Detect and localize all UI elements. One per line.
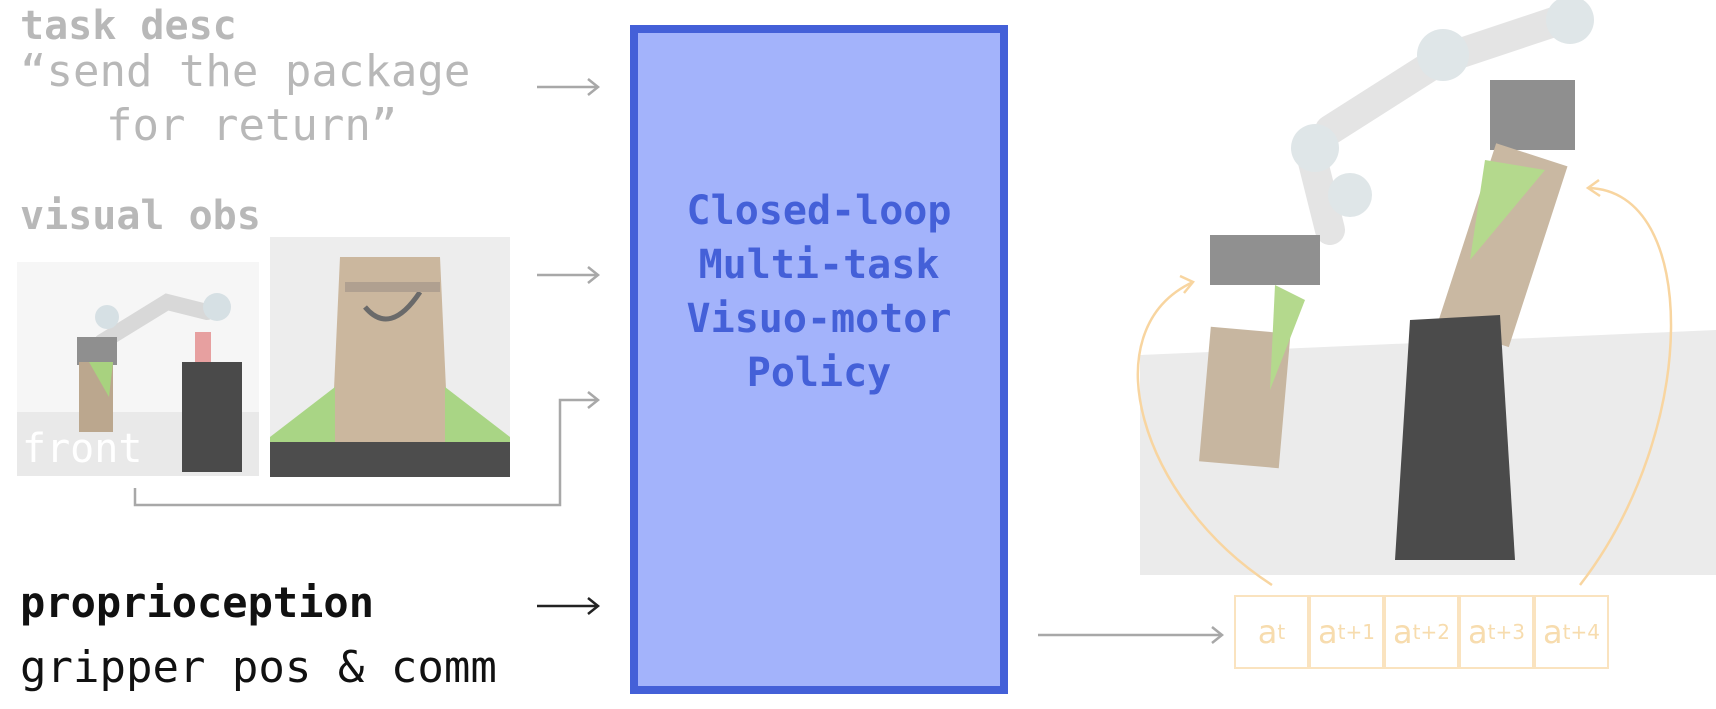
task-desc-heading: task desc [20,3,237,49]
policy-label: Closed-loop Multi-task Visuo-motor Polic… [686,188,952,396]
action-subscript: t+1 [1337,620,1375,644]
visual-obs-heading: visual obs [20,193,261,239]
front-camera-label: front [22,426,143,472]
front-camera-image [17,262,259,476]
proprioception-detail: gripper pos & comm [20,642,497,693]
front-image-arrow [133,398,598,507]
wrist-camera-image [270,237,510,477]
proprioception-heading: proprioception [20,578,375,627]
action-subscript: t+2 [1412,620,1450,644]
action-symbol: a [1393,613,1413,651]
action-symbol: a [1257,613,1278,651]
action-symbol: a [1468,613,1488,651]
action-symbol: a [1543,613,1563,651]
policy-box: Closed-loop Multi-task Visuo-motor Polic… [630,25,1008,694]
task-desc-line1: “send the package [20,46,471,97]
task-desc-line2: for return” [106,100,398,151]
action-subscript: t [1277,620,1286,644]
action-symbol: a [1318,613,1338,651]
robot-scene-image [1140,0,1716,580]
action-subscript: t+4 [1562,620,1600,644]
action-subscript: t+3 [1487,620,1525,644]
